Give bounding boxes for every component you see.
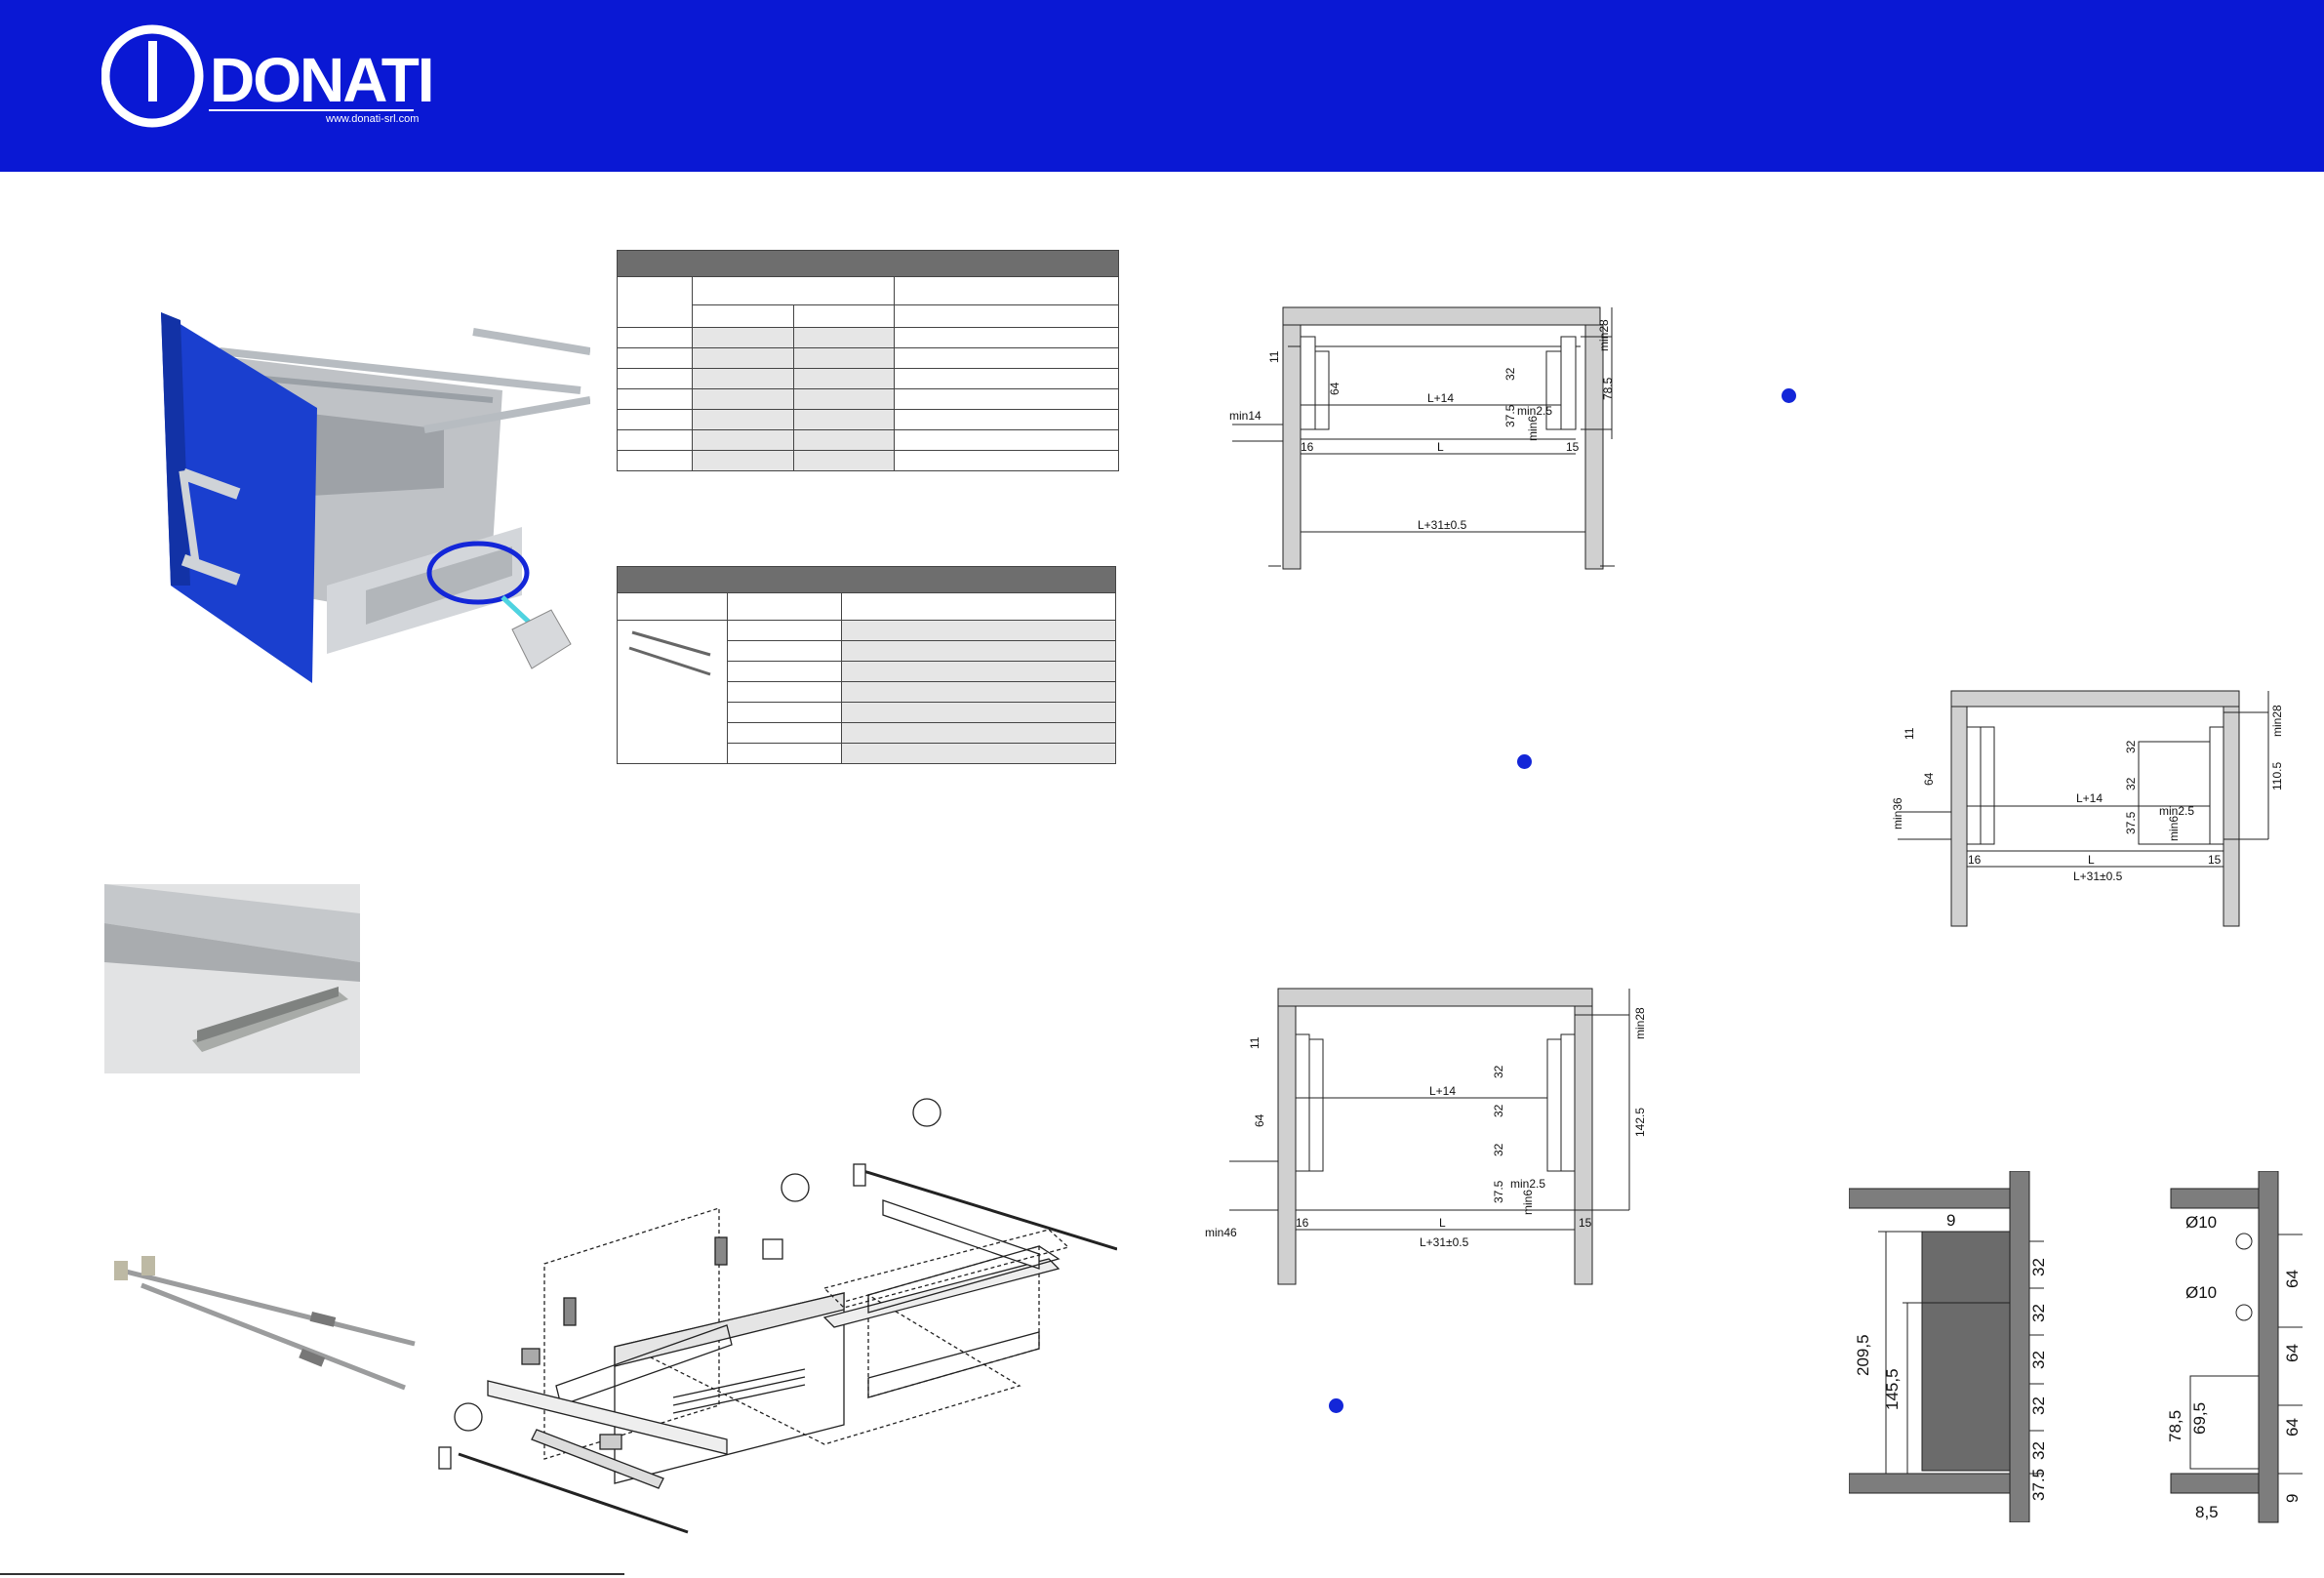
dim-min28: min28 (1597, 319, 1611, 351)
exploded-assembly-drawing (438, 1098, 1117, 1534)
dim-16: 16 (1968, 853, 1982, 867)
rail-thumbnail (628, 630, 711, 676)
dim-15: 15 (1579, 1216, 1592, 1230)
dim-32c: 32 (1492, 1143, 1505, 1156)
marker-dot-1 (1782, 388, 1796, 403)
dim-min6: min6 (2167, 816, 2181, 841)
dim-l31: L+31±0.5 (1420, 1235, 1469, 1249)
dim-695: 69,5 (2190, 1402, 2209, 1435)
dim-11: 11 (1267, 350, 1281, 363)
dim-min46: min46 (1205, 1226, 1237, 1239)
dim-16: 16 (1301, 440, 1314, 454)
dim-32c: 32 (2029, 1351, 2044, 1369)
dim-min14: min14 (1229, 409, 1262, 423)
donati-logo (101, 24, 204, 128)
dim-64: 64 (1328, 382, 1342, 395)
dim-32b: 32 (2124, 777, 2138, 790)
marker-dot-2 (1517, 754, 1532, 769)
dim-9: 9 (1946, 1211, 1955, 1230)
dim-l31: L+31±0.5 (1418, 518, 1467, 532)
dim-375: 37.5 (2124, 811, 2138, 834)
dim-64: 64 (1922, 772, 1936, 786)
dim-l14: L+14 (1429, 1084, 1456, 1098)
dim-min25: min2.5 (1517, 404, 1552, 418)
dim-11: 11 (1248, 1036, 1262, 1049)
dim-11: 11 (1903, 727, 1916, 740)
dim-64c: 64 (2283, 1418, 2302, 1436)
drilling-drawing-right: Ø10 Ø10 64 64 64 78,5 69,5 9 8,5 (2166, 1171, 2303, 1523)
dim-32d: 32 (2029, 1396, 2044, 1415)
dim-64b: 64 (2283, 1344, 2302, 1362)
dim-32a: 32 (1492, 1065, 1505, 1078)
dim-32a: 32 (2029, 1258, 2044, 1276)
dim-min28: min28 (1633, 1007, 1647, 1039)
dim-l: L (1439, 1216, 1446, 1230)
dim-32b: 32 (1492, 1104, 1505, 1117)
dim-1455: 145,5 (1883, 1368, 1902, 1410)
dim-dia10b: Ø10 (2185, 1283, 2217, 1302)
mounting-drawing-top: L+14 L L+31±0.5 min14 11 64 16 32 37.5 m… (1229, 306, 1615, 570)
spec-table-1 (617, 250, 1119, 471)
brand-name: DONATI (210, 45, 435, 115)
dim-min25: min2.5 (2159, 804, 2194, 818)
dim-15: 15 (1566, 440, 1580, 454)
dim-64a: 64 (2283, 1270, 2302, 1288)
footer-line (0, 1573, 624, 1575)
mounting-drawing-middle: L+14 L L+31±0.5 min36 11 64 16 32 32 37.… (1891, 690, 2284, 927)
dim-15: 15 (2208, 853, 2222, 867)
dim-1425: 142.5 (1633, 1108, 1647, 1137)
rails-photo (114, 1256, 416, 1391)
dim-9: 9 (2283, 1494, 2302, 1503)
dim-32b: 32 (2029, 1304, 2044, 1322)
spec-table-2 (617, 566, 1116, 764)
dim-64: 64 (1253, 1113, 1266, 1127)
dim-1105: 110.5 (2270, 762, 2284, 790)
dim-l31: L+31±0.5 (2073, 870, 2123, 883)
dim-min36: min36 (1891, 797, 1904, 829)
dim-min25: min2.5 (1510, 1177, 1545, 1191)
brand-url: www.donati-srl.com (326, 113, 420, 125)
soft-close-photo (104, 884, 360, 1073)
dim-l14: L+14 (2076, 791, 2103, 805)
dim-375: 37.5 (1503, 404, 1517, 427)
dim-32a: 32 (2124, 740, 2138, 753)
dim-min6: min6 (1526, 416, 1540, 441)
dim-785: 78.5 (1601, 377, 1615, 400)
dim-32e: 32 (2029, 1441, 2044, 1460)
mounting-drawing-bottom: L+14 L L+31±0.5 min46 11 64 16 32 32 32 … (1205, 988, 1647, 1285)
dim-32: 32 (1503, 367, 1517, 381)
dim-2095: 209,5 (1854, 1334, 1872, 1376)
dim-85: 8,5 (2195, 1503, 2219, 1521)
dim-l14: L+14 (1427, 391, 1454, 405)
dim-16: 16 (1296, 1216, 1309, 1230)
marker-dot-3 (1329, 1398, 1343, 1413)
dim-dia10a: Ø10 (2185, 1213, 2217, 1232)
dim-375: 37,5 (2029, 1469, 2044, 1501)
drilling-drawing-left: 9 209,5 145,5 32 32 32 32 32 37,5 (1849, 1171, 2044, 1522)
dim-min28: min28 (2270, 705, 2284, 737)
dim-min6: min6 (1521, 1190, 1535, 1215)
header-banner: DONATI www.donati-srl.com (0, 0, 2324, 172)
logo-underline (209, 109, 414, 111)
dim-l: L (1437, 440, 1444, 454)
dim-785: 78,5 (2166, 1410, 2184, 1442)
drawer-photo (161, 312, 590, 683)
dim-l: L (2088, 853, 2095, 867)
dim-375: 37.5 (1492, 1180, 1505, 1203)
